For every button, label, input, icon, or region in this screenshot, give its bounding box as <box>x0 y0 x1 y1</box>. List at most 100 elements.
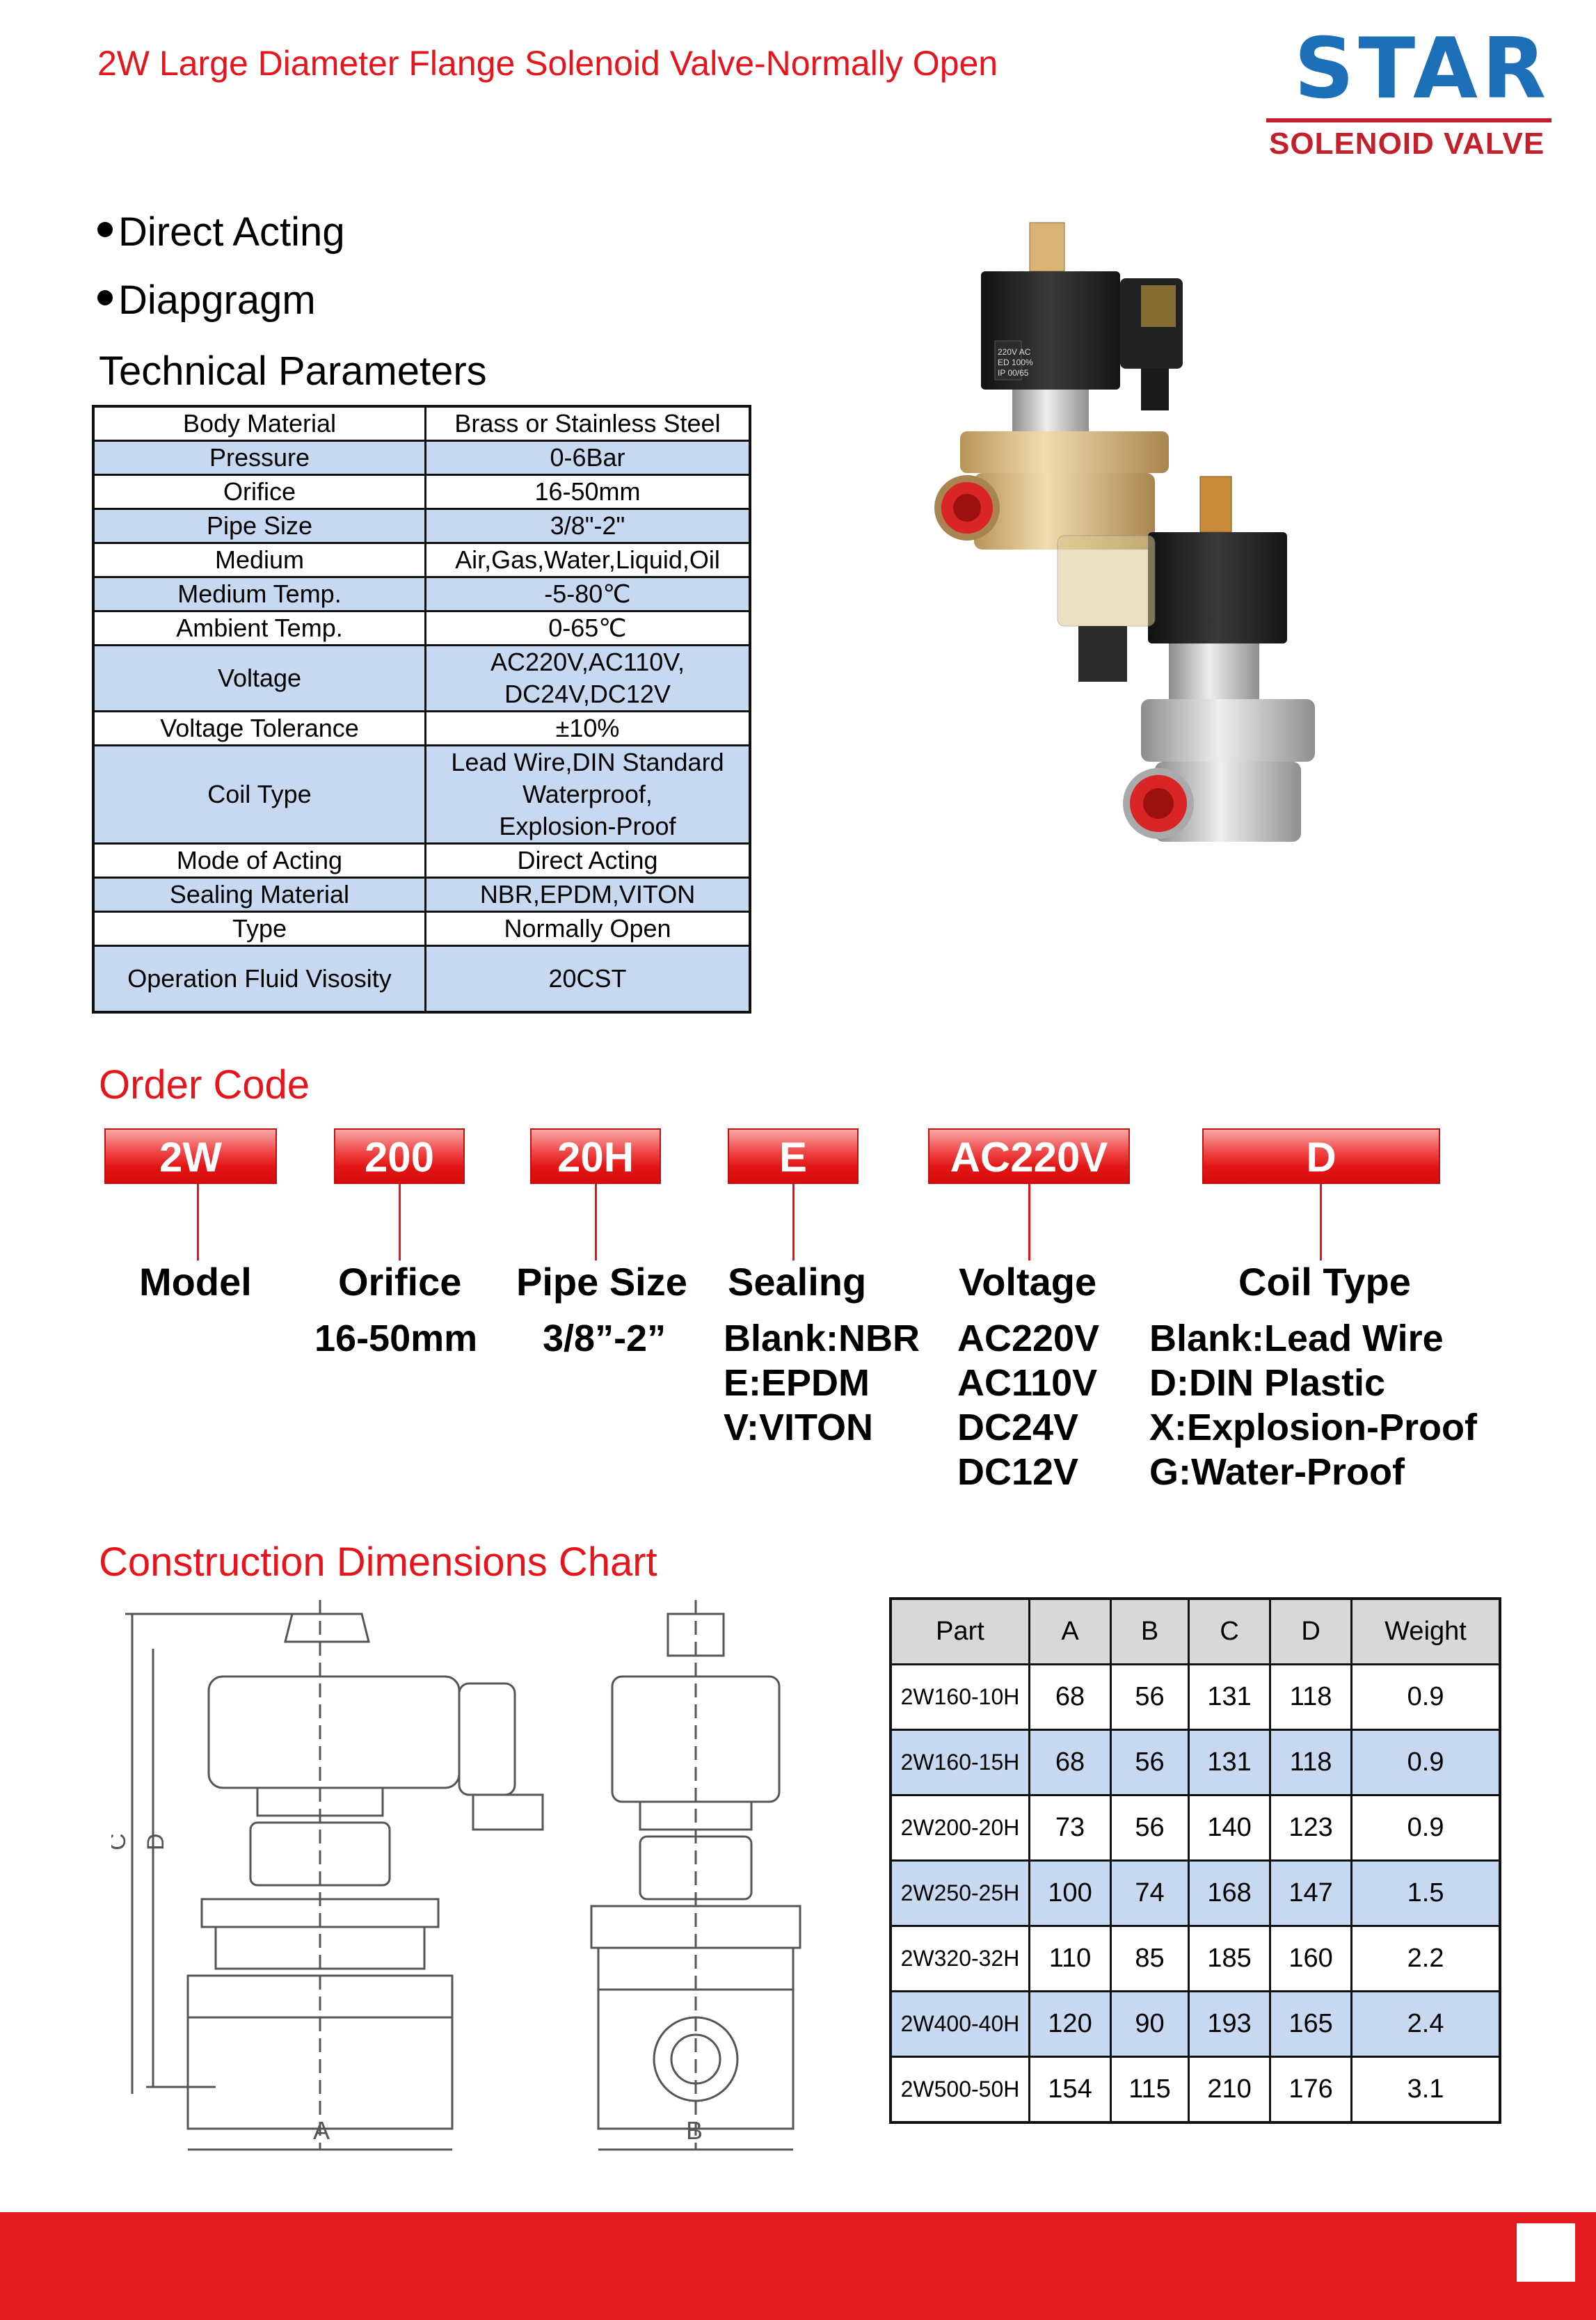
logo-divider <box>1266 118 1551 122</box>
dim-cell: 0.9 <box>1350 1663 1501 1731</box>
param-value: ±10% <box>424 710 751 746</box>
dim-cell: 2W160-10H <box>889 1663 1030 1731</box>
front-view-drawing <box>125 1600 544 2151</box>
param-label: Voltage <box>92 644 426 712</box>
param-value: NBR,EPDM,VITON <box>424 877 751 913</box>
dim-cell: 0.9 <box>1350 1729 1501 1796</box>
tech-params-title: Technical Parameters <box>99 349 487 394</box>
param-value: 16-50mm <box>424 474 751 510</box>
dim-cell: 118 <box>1269 1663 1353 1731</box>
order-code-label: Pipe Size <box>516 1260 687 1304</box>
footer-corner-box <box>1517 2223 1575 2282</box>
dim-cell: 85 <box>1110 1925 1190 1992</box>
order-code-box: E <box>728 1128 859 1184</box>
param-label: Ambient Temp. <box>92 610 426 646</box>
order-code-title: Order Code <box>99 1062 310 1107</box>
dim-cell: 68 <box>1028 1663 1112 1731</box>
dimension-label-d: D <box>143 1833 169 1850</box>
coil-label-line: IP 00/65 <box>998 368 1029 378</box>
dim-header: Part <box>889 1597 1030 1665</box>
option-item: AC220V <box>957 1318 1100 1359</box>
param-label: Operation Fluid Visosity <box>92 945 426 1014</box>
connector-line <box>399 1184 401 1261</box>
connector-line <box>1320 1184 1322 1261</box>
option-item: 16-50mm <box>314 1318 478 1359</box>
bullet-icon <box>97 221 113 237</box>
dim-cell: 210 <box>1188 2056 1272 2124</box>
connector-line <box>197 1184 199 1261</box>
dim-cell: 110 <box>1028 1925 1112 1992</box>
dim-cell: 176 <box>1269 2056 1353 2124</box>
product-photo: 220V AC ED 100% IP 00/65 <box>934 222 1315 842</box>
dim-cell: 90 <box>1110 1990 1190 2058</box>
param-value-line: Lead Wire,DIN Standard <box>451 748 724 776</box>
dim-header: Weight <box>1350 1597 1501 1665</box>
option-item: DC24V <box>957 1407 1079 1448</box>
option-item: DC12V <box>957 1451 1079 1493</box>
dimension-drawing: C D A B <box>111 1600 801 2151</box>
option-item: 3/8”-2” <box>543 1318 667 1359</box>
bullet-icon <box>97 289 113 305</box>
param-label: Sealing Material <box>92 877 426 913</box>
dim-cell: 2W400-40H <box>889 1990 1030 2058</box>
param-label: Pipe Size <box>92 508 426 544</box>
coil-label-line: 220V AC <box>998 347 1031 357</box>
dim-cell: 74 <box>1110 1859 1190 1927</box>
dim-cell: 115 <box>1110 2056 1190 2124</box>
param-value-line: Explosion-Proof <box>499 812 676 840</box>
dim-cell: 2.4 <box>1350 1990 1501 2058</box>
dim-cell: 2W320-32H <box>889 1925 1030 1992</box>
order-code-box: 2W <box>104 1128 277 1184</box>
dim-cell: 118 <box>1269 1729 1353 1796</box>
param-value: 20CST <box>424 945 751 1014</box>
connector-line <box>1028 1184 1030 1261</box>
option-item: AC110V <box>957 1362 1098 1404</box>
option-item: G:Water-Proof <box>1149 1451 1405 1493</box>
dim-cell: 2W500-50H <box>889 2056 1030 2124</box>
dim-cell: 168 <box>1188 1859 1272 1927</box>
param-label: Orifice <box>92 474 426 510</box>
connector-line <box>792 1184 795 1261</box>
dim-cell: 73 <box>1028 1794 1112 1862</box>
brass-valve-illustration: 220V AC ED 100% IP 00/65 <box>934 222 1183 550</box>
coil-label-line: ED 100% <box>998 358 1033 367</box>
option-item: V:VITON <box>724 1407 874 1448</box>
param-value: -5-80℃ <box>424 576 751 612</box>
sealing-options: Blank:NBR E:EPDM V:VITON <box>724 1316 920 1450</box>
brand-logo: STAR SOLENOID VALVE <box>1266 21 1558 161</box>
dim-cell: 160 <box>1269 1925 1353 1992</box>
dim-cell: 56 <box>1110 1729 1190 1796</box>
option-item: X:Explosion-Proof <box>1149 1407 1477 1448</box>
feature-label: Direct Acting <box>118 209 345 255</box>
dim-cell: 100 <box>1028 1859 1112 1927</box>
order-code-label: Sealing <box>728 1260 867 1304</box>
param-label: Medium Temp. <box>92 576 426 612</box>
dimensions-title: Construction Dimensions Chart <box>99 1539 657 1585</box>
order-code-box: 200 <box>334 1128 465 1184</box>
param-label: Type <box>92 911 426 947</box>
param-label: Mode of Acting <box>92 842 426 879</box>
option-item: E:EPDM <box>724 1362 870 1404</box>
param-value: Normally Open <box>424 911 751 947</box>
dim-cell: 3.1 <box>1350 2056 1501 2124</box>
option-item: Blank:Lead Wire <box>1149 1318 1444 1359</box>
param-label: Body Material <box>92 405 426 442</box>
param-value: AC220V,AC110V, DC24V,DC12V <box>424 644 751 712</box>
dim-cell: 185 <box>1188 1925 1272 1992</box>
order-code-label: Model <box>139 1260 252 1304</box>
param-value-line: AC220V,AC110V, <box>490 648 685 676</box>
page-title: 2W Large Diameter Flange Solenoid Valve-… <box>97 44 998 83</box>
dimension-label-a: A <box>313 2116 330 2145</box>
param-value: Air,Gas,Water,Liquid,Oil <box>424 542 751 578</box>
dim-header: C <box>1188 1597 1272 1665</box>
param-value-line: DC24V,DC12V <box>504 680 671 708</box>
param-value: 0-6Bar <box>424 440 751 476</box>
dim-cell: 120 <box>1028 1990 1112 2058</box>
pipe-size-options: 3/8”-2” <box>543 1316 666 1361</box>
steel-valve-illustration <box>1057 476 1315 842</box>
dim-cell: 147 <box>1269 1859 1353 1927</box>
connector-line <box>595 1184 597 1261</box>
dim-cell: 56 <box>1110 1663 1190 1731</box>
